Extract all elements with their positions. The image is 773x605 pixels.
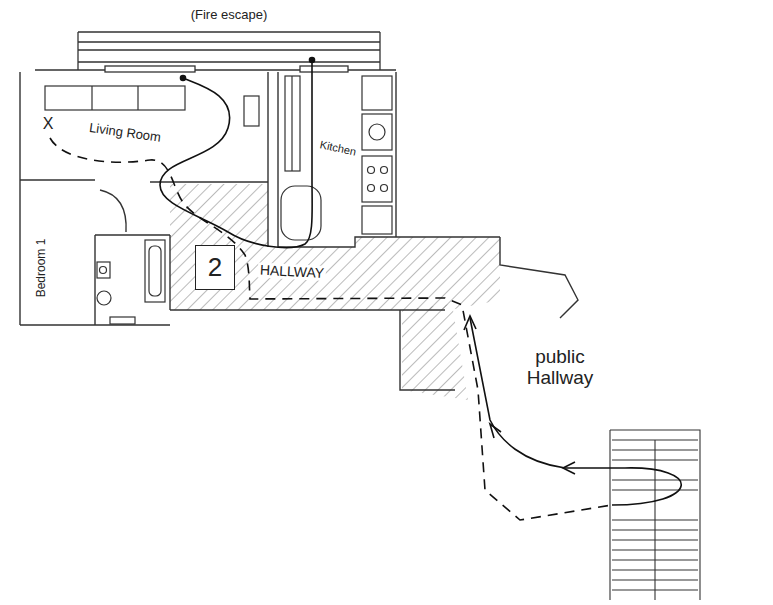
furniture	[362, 156, 392, 202]
walls	[95, 235, 170, 325]
fire-escape	[300, 66, 348, 72]
area-label: public Hallway	[508, 347, 612, 389]
room-label: Bedroom 1	[35, 237, 48, 300]
furniture	[281, 186, 321, 240]
route-solid	[310, 58, 315, 63]
room-label: Bedroom 1	[35, 237, 48, 300]
hallway-hatching	[402, 304, 468, 400]
furniture	[244, 96, 259, 126]
walls	[20, 70, 578, 390]
furniture	[110, 317, 135, 324]
furniture	[381, 185, 388, 192]
furniture	[362, 206, 392, 234]
position-mark: X	[41, 115, 56, 133]
furniture	[45, 86, 185, 110]
furniture	[285, 76, 300, 171]
route-solid	[490, 424, 501, 438]
fire-escape	[105, 66, 195, 72]
fire-escape-band: (Fire escape)	[78, 8, 380, 72]
room-label: Kitchen	[317, 138, 359, 158]
walls	[268, 72, 278, 247]
route-dashed	[50, 138, 612, 520]
walls	[35, 69, 396, 70]
walls	[500, 237, 578, 318]
furniture	[149, 246, 161, 296]
furniture	[97, 262, 110, 278]
stairs	[610, 430, 700, 600]
area-heading: (Fire escape)	[191, 8, 268, 22]
furniture	[368, 167, 375, 174]
walls	[170, 309, 445, 310]
route-solid	[160, 60, 312, 248]
room-label: Living Room	[86, 121, 164, 146]
area-label: public Hallway	[508, 347, 612, 389]
stairs	[612, 440, 698, 590]
furniture	[100, 267, 107, 274]
walls	[20, 180, 268, 182]
stairs	[610, 430, 700, 600]
furniture	[291, 76, 292, 171]
route-solid	[563, 462, 575, 474]
numbered-box: 2	[195, 245, 235, 290]
furniture	[369, 124, 385, 140]
furniture	[145, 240, 165, 302]
callout-number: 2	[208, 253, 222, 282]
route-solid	[470, 318, 681, 505]
furniture	[362, 76, 392, 110]
furniture	[92, 86, 138, 110]
room-label: Living Room	[86, 121, 164, 146]
furniture	[97, 291, 111, 305]
furniture	[368, 185, 375, 192]
furniture	[362, 114, 392, 150]
hallway-hatching	[170, 184, 500, 400]
fire-escape	[78, 32, 380, 72]
route-dashed	[50, 138, 612, 520]
walls	[100, 190, 126, 232]
fire-escape	[78, 32, 380, 70]
furniture	[45, 76, 392, 324]
room-label: Kitchen	[317, 138, 359, 158]
walls	[400, 310, 455, 390]
furniture	[381, 167, 388, 174]
position-mark: X	[41, 115, 56, 133]
route-solid	[160, 58, 681, 506]
